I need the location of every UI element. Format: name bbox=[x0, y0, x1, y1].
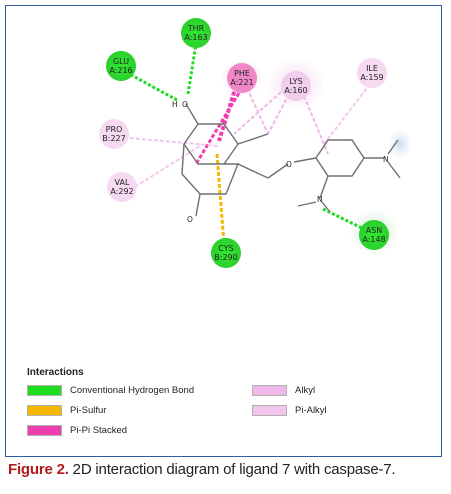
residue-glu-name: GLU bbox=[113, 57, 129, 66]
residue-phe: PHE A:221 bbox=[227, 63, 257, 93]
legend-item-pi-sulfur: Pi-Sulfur bbox=[27, 403, 106, 417]
residue-lys: LYS A:160 bbox=[281, 71, 311, 101]
ether-o-label: O bbox=[286, 160, 292, 169]
legend-swatch-pi-sulfur bbox=[27, 404, 62, 416]
residue-thr: THR A:163 bbox=[181, 18, 211, 48]
alkyl-phe-methyl bbox=[246, 87, 269, 135]
residue-asn-id: A:148 bbox=[362, 235, 385, 244]
residue-asn-name: ASN bbox=[366, 226, 383, 235]
methyl-bond bbox=[237, 133, 269, 145]
pi-pi-line-1 bbox=[217, 85, 238, 142]
residue-cys-name: CYS bbox=[218, 244, 233, 253]
alkyl-lys-ring2 bbox=[303, 95, 329, 155]
pi-alkyl-pro bbox=[129, 137, 219, 147]
residue-lys-id: A:160 bbox=[284, 86, 307, 95]
legend-item-hydrogen-bond: Conventional Hydrogen Bond bbox=[27, 383, 194, 397]
residue-cys: CYS B:290 bbox=[211, 238, 241, 268]
residue-ile-id: A:159 bbox=[360, 73, 383, 82]
residue-pro: PRO B:227 bbox=[99, 119, 129, 149]
legend-label-pi-pi-stacked: Pi-Pi Stacked bbox=[70, 424, 128, 436]
carbonyl-o-label: O bbox=[187, 215, 193, 224]
residue-ile: ILE A:159 bbox=[357, 58, 387, 88]
hbond-asn-line bbox=[322, 207, 369, 233]
residue-glu: GLU A:216 bbox=[106, 51, 136, 81]
hydroxyl-bond bbox=[185, 103, 199, 125]
legend-label-pi-alkyl: Pi-Alkyl bbox=[295, 404, 327, 416]
nitro-o3 bbox=[297, 201, 317, 207]
legend-swatch-alkyl bbox=[252, 384, 287, 396]
residue-lys-name: LYS bbox=[289, 77, 302, 86]
interaction-lines bbox=[121, 43, 371, 245]
nitro-o4 bbox=[321, 201, 331, 213]
nitro-bond-2 bbox=[319, 175, 329, 199]
pi-sulfur-line bbox=[215, 153, 226, 245]
residue-glu-id: A:216 bbox=[109, 66, 132, 75]
figure-caption-text: 2D interaction diagram of ligand 7 with … bbox=[68, 461, 396, 478]
residue-pro-id: B:227 bbox=[102, 134, 125, 143]
residue-phe-name: PHE bbox=[234, 69, 250, 78]
legend-item-pi-alkyl: Pi-Alkyl bbox=[252, 403, 327, 417]
legend-swatch-pi-alkyl bbox=[252, 404, 287, 416]
residue-cys-id: B:290 bbox=[214, 253, 237, 262]
carbonyl-bond bbox=[195, 193, 201, 217]
pi-alkyl-val bbox=[129, 143, 204, 191]
nitro-n2-label: N bbox=[317, 195, 323, 204]
legend-title: Interactions bbox=[27, 367, 84, 378]
residue-pro-name: PRO bbox=[106, 125, 123, 134]
ether-bond-2 bbox=[293, 157, 317, 163]
residue-val: VAL A:292 bbox=[107, 172, 137, 202]
hydroxyl-h-label: H bbox=[172, 100, 178, 109]
hydroxyl-o-label: O bbox=[182, 100, 188, 109]
residue-val-id: A:292 bbox=[110, 187, 133, 196]
alkyl-lys-ring bbox=[233, 91, 282, 135]
legend-swatch-hydrogen-bond bbox=[27, 384, 62, 396]
legend-item-pi-pi-stacked: Pi-Pi Stacked bbox=[27, 423, 127, 437]
pi-pi-line-2 bbox=[194, 87, 244, 165]
residue-thr-id: A:163 bbox=[184, 33, 207, 42]
legend-label-hydrogen-bond: Conventional Hydrogen Bond bbox=[70, 384, 195, 396]
nitro-o1 bbox=[387, 139, 399, 155]
figure-frame: H O O O N N THR A:163 GLU A:216 PHE A:22… bbox=[5, 5, 442, 457]
alkyl-lys-methyl bbox=[267, 93, 290, 135]
ligand-structure bbox=[181, 103, 401, 217]
nitrophenyl-ring bbox=[315, 139, 365, 177]
interaction-diagram: H O O O N N THR A:163 GLU A:216 PHE A:22… bbox=[99, 18, 412, 268]
residue-ile-name: ILE bbox=[366, 64, 378, 73]
residue-phe-id: A:221 bbox=[230, 78, 253, 87]
figure-caption: Figure 2. 2D interaction diagram of liga… bbox=[8, 461, 396, 478]
legend-label-pi-sulfur: Pi-Sulfur bbox=[70, 404, 107, 416]
figure-caption-label: Figure 2. bbox=[8, 461, 69, 478]
pyranone-ring bbox=[181, 143, 240, 195]
pi-alkyl-ile bbox=[323, 83, 371, 145]
legend-label-alkyl: Alkyl bbox=[295, 384, 316, 396]
methylene-bond bbox=[237, 163, 269, 179]
nitro-halo bbox=[388, 130, 412, 158]
ether-bond-1 bbox=[267, 163, 289, 179]
nitro-n1-label: N bbox=[383, 155, 389, 164]
hbond-thr-line bbox=[186, 43, 198, 95]
residue-val-name: VAL bbox=[115, 178, 130, 187]
residue-asn: ASN A:148 bbox=[359, 220, 389, 250]
legend-swatch-pi-pi-stacked bbox=[27, 424, 62, 436]
nitro-o2 bbox=[387, 161, 401, 179]
residue-thr-name: THR bbox=[187, 24, 205, 33]
legend-item-alkyl: Alkyl bbox=[252, 383, 315, 397]
